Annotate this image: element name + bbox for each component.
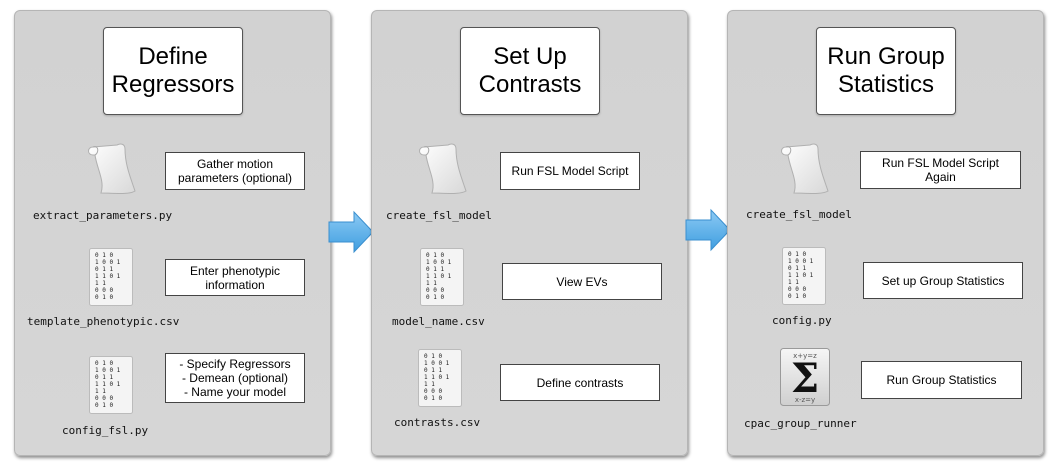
filename-label: create_fsl_model [386,209,492,222]
step-box-gather-motion: Gather motion parameters (optional) [165,152,305,190]
step-box-define-contrasts: Define contrasts [500,364,660,401]
filename-label: config.py [772,314,832,327]
svg-text:0 1 1: 0 1 1 [788,265,806,272]
svg-text:1 1 0 1: 1 1 0 1 [95,273,121,280]
matrix-icon: 0 1 0 1 0 0 1 0 1 1 1 1 0 1 1 1 0 0 0 0 … [420,248,464,306]
panel-title: Set Up Contrasts [460,27,600,115]
svg-text:1 0 0 1: 1 0 0 1 [95,259,121,266]
svg-text:1 1 0 1: 1 1 0 1 [426,273,452,280]
svg-text:1 0 0 1: 1 0 0 1 [95,367,121,374]
panel-define-regressors: Define Regressors extract_parameters.py … [14,10,331,456]
step-box-run-fsl-model-again: Run FSL Model Script Again [860,151,1021,189]
matrix-icon: 0 1 0 1 0 0 1 0 1 1 1 1 0 1 1 1 0 0 0 0 … [89,248,133,306]
matrix-icon: 0 1 0 1 0 0 1 0 1 1 1 1 0 1 1 1 0 0 0 0 … [418,349,462,407]
svg-text:0 1 0: 0 1 0 [426,294,444,301]
filename-label: config_fsl.py [62,424,149,437]
svg-text:0 1 0: 0 1 0 [95,252,113,259]
matrix-icon: 0 1 0 1 0 0 1 0 1 1 1 1 0 1 1 1 0 0 0 0 … [89,356,133,414]
svg-text:0 1 0: 0 1 0 [95,294,113,301]
flow-arrow-icon [328,210,374,254]
panel-set-up-contrasts: Set Up Contrasts create_fsl_model Run FS… [371,10,688,456]
filename-label: create_fsl_model [746,208,852,221]
svg-text:1 1 0 1: 1 1 0 1 [424,374,450,381]
step-box-enter-phenotypic: Enter phenotypic information [165,259,305,296]
svg-text:0 1 1: 0 1 1 [424,367,442,374]
sigma-icon: x+y=z Σ x-z=y [780,348,830,406]
svg-text:0 1 0: 0 1 0 [95,402,113,409]
filename-label: extract_parameters.py [33,209,173,222]
flow-arrow-icon [685,208,731,252]
svg-text:0 0 0: 0 0 0 [95,287,113,294]
svg-text:1 0 0 1: 1 0 0 1 [426,259,452,266]
panel-run-group-statistics: Run Group Statistics create_fsl_model Ru… [727,10,1044,456]
svg-text:1 0 0 1: 1 0 0 1 [788,258,814,265]
scroll-icon [419,143,467,194]
svg-text:0 1 0: 0 1 0 [95,360,113,367]
svg-text:0 1 0: 0 1 0 [788,293,806,300]
step-box-view-evs: View EVs [502,263,662,300]
filename-label: contrasts.csv [394,416,481,429]
svg-text:1 1: 1 1 [788,279,799,286]
svg-text:0 1 0: 0 1 0 [424,353,442,360]
sigma-top-text: x+y=z [793,352,817,360]
step-box-specify-regressors: - Specify Regressors - Demean (optional)… [165,353,305,403]
svg-text:0 0 0: 0 0 0 [788,286,806,293]
matrix-icon: 0 1 0 1 0 0 1 0 1 1 1 1 0 1 1 1 0 0 0 0 … [782,247,826,305]
svg-text:0 1 1: 0 1 1 [95,266,113,273]
svg-text:0 0 0: 0 0 0 [95,395,113,402]
svg-text:0 1 1: 0 1 1 [426,266,444,273]
svg-text:0 1 0: 0 1 0 [788,251,806,258]
svg-text:1 0 0 1: 1 0 0 1 [424,360,450,367]
svg-text:0 0 0: 0 0 0 [424,388,442,395]
svg-text:1 1 0 1: 1 1 0 1 [788,272,814,279]
scroll-icon [781,143,829,194]
step-box-run-group-stats: Run Group Statistics [861,361,1022,399]
svg-text:1 1: 1 1 [95,280,106,287]
svg-text:0 1 1: 0 1 1 [95,374,113,381]
svg-text:1 1: 1 1 [426,280,437,287]
svg-text:1 1: 1 1 [95,388,106,395]
step-box-set-up-group-stats: Set up Group Statistics [863,262,1023,299]
panel-title: Run Group Statistics [816,27,956,115]
svg-text:Σ: Σ [791,355,819,402]
svg-text:1 1: 1 1 [424,381,435,388]
scroll-icon [88,143,136,194]
svg-text:0 0 0: 0 0 0 [426,287,444,294]
filename-label: template_phenotypic.csv [27,315,180,328]
svg-text:1 1 0 1: 1 1 0 1 [95,381,121,388]
svg-text:0 1 0: 0 1 0 [424,395,442,402]
filename-label: model_name.csv [392,315,485,328]
filename-label: cpac_group_runner [744,417,857,430]
step-box-run-fsl-model: Run FSL Model Script [500,152,640,190]
svg-text:0 1 0: 0 1 0 [426,252,444,259]
sigma-bottom-text: x-z=y [795,396,815,404]
panel-title: Define Regressors [103,27,243,115]
